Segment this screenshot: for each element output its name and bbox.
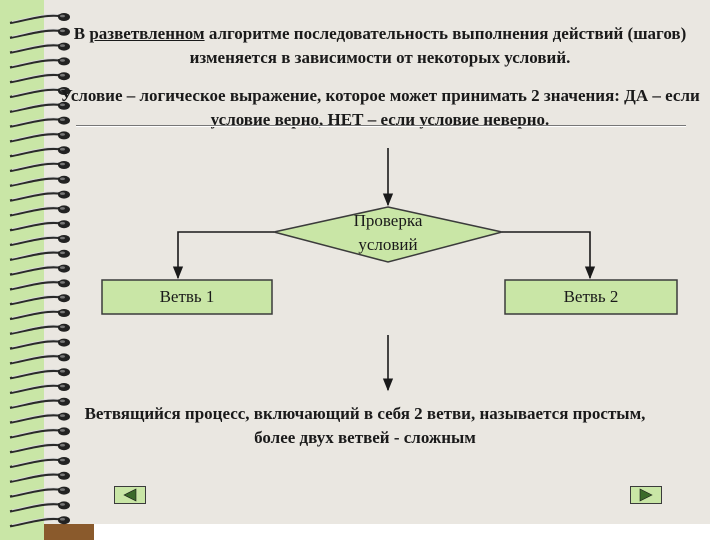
next-slide-button[interactable] — [630, 486, 662, 504]
branch2-label: Ветвь 2 — [506, 280, 676, 314]
branch2-connector — [502, 232, 590, 278]
triangle-left-icon — [115, 487, 145, 503]
decision-label-line1: Проверка — [318, 209, 458, 233]
branch1-connector — [178, 232, 274, 278]
triangle-right-icon — [631, 487, 661, 503]
decision-label-line2: условий — [318, 233, 458, 257]
decision-label: Проверка условий — [318, 209, 458, 257]
branch1-label: Ветвь 1 — [102, 280, 272, 314]
prev-slide-button[interactable] — [114, 486, 146, 504]
summary-paragraph: Ветвящийся процесс, включающий в себя 2 … — [70, 402, 660, 450]
